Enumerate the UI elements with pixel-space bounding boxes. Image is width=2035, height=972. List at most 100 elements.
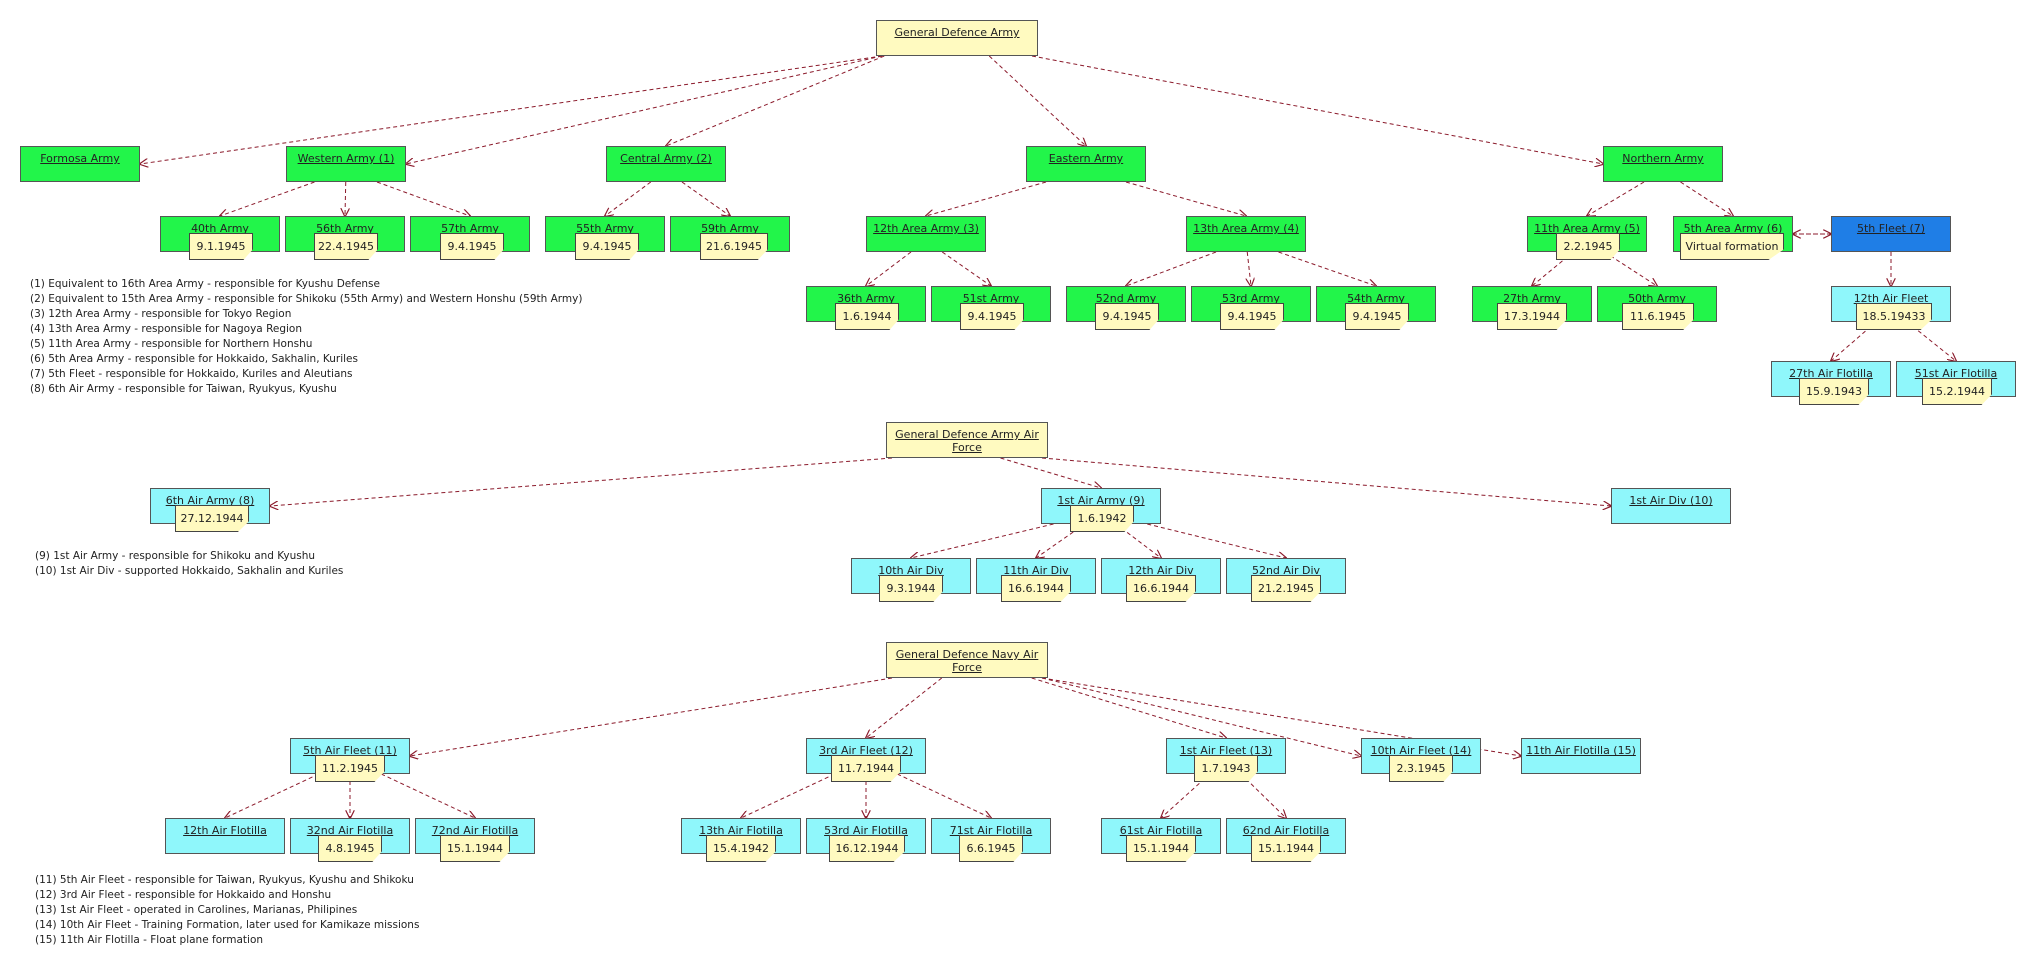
edge-gda-to-central xyxy=(666,55,885,146)
node-western-army[interactable]: Western Army (1) xyxy=(286,146,406,182)
node-label: General Defence Navy Air Force xyxy=(895,648,1039,674)
node-label: 5th Fleet (7) xyxy=(1856,222,1926,235)
node-formosa-army[interactable]: Formosa Army xyxy=(20,146,140,182)
node-label: 1st Air Army (9) xyxy=(1057,494,1145,507)
date-note: 11.2.1945 xyxy=(315,755,385,782)
edge-gdnaf-to-f3 xyxy=(866,677,943,738)
date-note: 15.1.1944 xyxy=(1251,835,1321,862)
node-label: Eastern Army xyxy=(1048,152,1124,165)
date-note: 6.6.1945 xyxy=(959,835,1023,862)
node-label: 52nd Army xyxy=(1095,292,1157,305)
node-label: 61st Air Flotilla xyxy=(1119,824,1203,837)
date-note: 15.4.1942 xyxy=(706,835,776,862)
date-note: 9.4.1945 xyxy=(960,303,1024,330)
edge-eastern-to-a13area xyxy=(1125,181,1246,216)
node-12th-area-army[interactable]: 12th Area Army (3) xyxy=(866,216,986,252)
node-label: 12th Air Fleet xyxy=(1853,292,1929,305)
legend-line: (1) Equivalent to 16th Area Army - respo… xyxy=(30,278,380,290)
date-note: 2.2.1945 xyxy=(1556,233,1620,260)
node-general-defence-army[interactable]: General Defence Army xyxy=(876,20,1038,56)
node-label: 50th Army xyxy=(1628,292,1686,305)
node-label: 11th Air Div xyxy=(1003,564,1069,577)
date-note: 16.6.1944 xyxy=(1001,575,1071,602)
node-general-defence-navy-air-force[interactable]: General Defence Navy Air Force xyxy=(886,642,1048,678)
edge-a12area-to-a36 xyxy=(866,251,912,286)
date-note: 4.8.1945 xyxy=(318,835,382,862)
date-note: 16.12.1944 xyxy=(829,835,905,862)
edge-aa1-to-ad10 xyxy=(911,523,1054,558)
edge-f3-to-fl13 xyxy=(741,773,835,818)
date-note: 15.2.1944 xyxy=(1922,378,1992,405)
node-label: 5th Air Fleet (11) xyxy=(303,744,397,757)
legend-line: (12) 3rd Air Fleet - responsible for Hok… xyxy=(35,889,332,901)
date-note: 27.12.1944 xyxy=(175,505,249,532)
node-27th-army[interactable]: 27th Army xyxy=(1472,286,1592,322)
node-label: 72nd Air Flotilla xyxy=(431,824,519,837)
edge-a13area-to-a52 xyxy=(1126,251,1217,286)
edge-northern-to-a5area xyxy=(1680,181,1734,216)
node-5th-fleet[interactable]: 5th Fleet (7) xyxy=(1831,216,1951,252)
date-note: 9.4.1945 xyxy=(1220,303,1284,330)
node-label: 54th Army xyxy=(1347,292,1405,305)
node-label: 32nd Air Flotilla xyxy=(306,824,394,837)
node-label: Northern Army xyxy=(1622,152,1704,165)
node-label: 55th Army xyxy=(576,222,634,235)
node-1st-air-div[interactable]: 1st Air Div (10) xyxy=(1611,488,1731,524)
edge-gdnaf-to-fl11 xyxy=(1041,677,1521,756)
legend-line: (4) 13th Area Army - responsible for Nag… xyxy=(30,323,303,335)
node-label: 10th Air Div xyxy=(878,564,944,577)
edge-gdaaf-to-aa1 xyxy=(1000,457,1102,488)
date-note: 22.4.1945 xyxy=(314,233,378,260)
edge-eastern-to-a12area xyxy=(926,181,1047,216)
legend-line: (8) 6th Air Army - responsible for Taiwa… xyxy=(30,383,337,395)
node-12th-air-flotilla[interactable]: 12th Air Flotilla xyxy=(165,818,285,854)
date-note: 9.4.1945 xyxy=(1345,303,1409,330)
edge-central-to-a55 xyxy=(605,181,652,216)
legend-line: (6) 5th Area Army - responsible for Hokk… xyxy=(30,353,358,365)
node-label: 27th Army xyxy=(1503,292,1561,305)
edge-a13area-to-a54 xyxy=(1278,251,1377,286)
date-note: 15.9.1943 xyxy=(1799,378,1869,405)
edge-gdaaf-to-aa6 xyxy=(270,457,893,506)
node-label: 5th Area Army (6) xyxy=(1683,222,1783,235)
node-label: 12th Air Flotilla xyxy=(183,824,267,837)
date-note: 9.1.1945 xyxy=(189,233,253,260)
node-central-army[interactable]: Central Army (2) xyxy=(606,146,726,182)
edge-gda-to-northern xyxy=(1031,55,1603,164)
edge-gdnaf-to-f5 xyxy=(410,677,893,756)
node-label: General Defence Army Air Force xyxy=(895,428,1039,454)
edge-central-to-a59 xyxy=(681,181,730,216)
legend-line: (13) 1st Air Fleet - operated in Carolin… xyxy=(35,904,358,916)
edge-a11area-to-a50 xyxy=(1604,251,1658,286)
node-label: 53rd Air Flotilla xyxy=(824,824,908,837)
node-label: 11th Area Army (5) xyxy=(1534,222,1640,235)
node-label: 12th Area Army (3) xyxy=(873,222,979,235)
node-13th-area-army[interactable]: 13th Area Army (4) xyxy=(1186,216,1306,252)
legend-army: (1) Equivalent to 16th Area Army - respo… xyxy=(30,277,582,397)
legend-line: (9) 1st Air Army - responsible for Shiko… xyxy=(35,550,316,562)
node-label: 13th Air Flotilla xyxy=(699,824,783,837)
date-note: 11.7.1944 xyxy=(831,755,901,782)
edge-gdnaf-to-f1 xyxy=(1031,677,1226,738)
edge-western-to-a56 xyxy=(345,181,346,216)
date-note: 9.4.1945 xyxy=(575,233,639,260)
edge-western-to-a57 xyxy=(376,181,470,216)
node-label: 10th Air Fleet (14) xyxy=(1370,744,1472,757)
date-note: 9.3.1944 xyxy=(879,575,943,602)
date-note: 9.4.1945 xyxy=(1095,303,1159,330)
node-label: 56th Army xyxy=(316,222,374,235)
node-label: 6th Air Army (8) xyxy=(165,494,255,507)
node-label: 11th Air Flotilla (15) xyxy=(1526,744,1636,757)
node-11th-air-flotilla[interactable]: 11th Air Flotilla (15) xyxy=(1521,738,1641,774)
edge-gda-to-western xyxy=(406,55,883,164)
date-note: 11.6.1945 xyxy=(1622,303,1694,330)
node-eastern-army[interactable]: Eastern Army xyxy=(1026,146,1146,182)
node-label: 13th Area Army (4) xyxy=(1193,222,1299,235)
node-general-defence-army-air-force[interactable]: General Defence Army Air Force xyxy=(886,422,1048,458)
node-label: 57th Army xyxy=(441,222,499,235)
edge-western-to-a40 xyxy=(220,181,315,216)
node-label: 53rd Army xyxy=(1222,292,1280,305)
node-northern-army[interactable]: Northern Army xyxy=(1603,146,1723,182)
node-label: 3rd Air Fleet (12) xyxy=(819,744,913,757)
